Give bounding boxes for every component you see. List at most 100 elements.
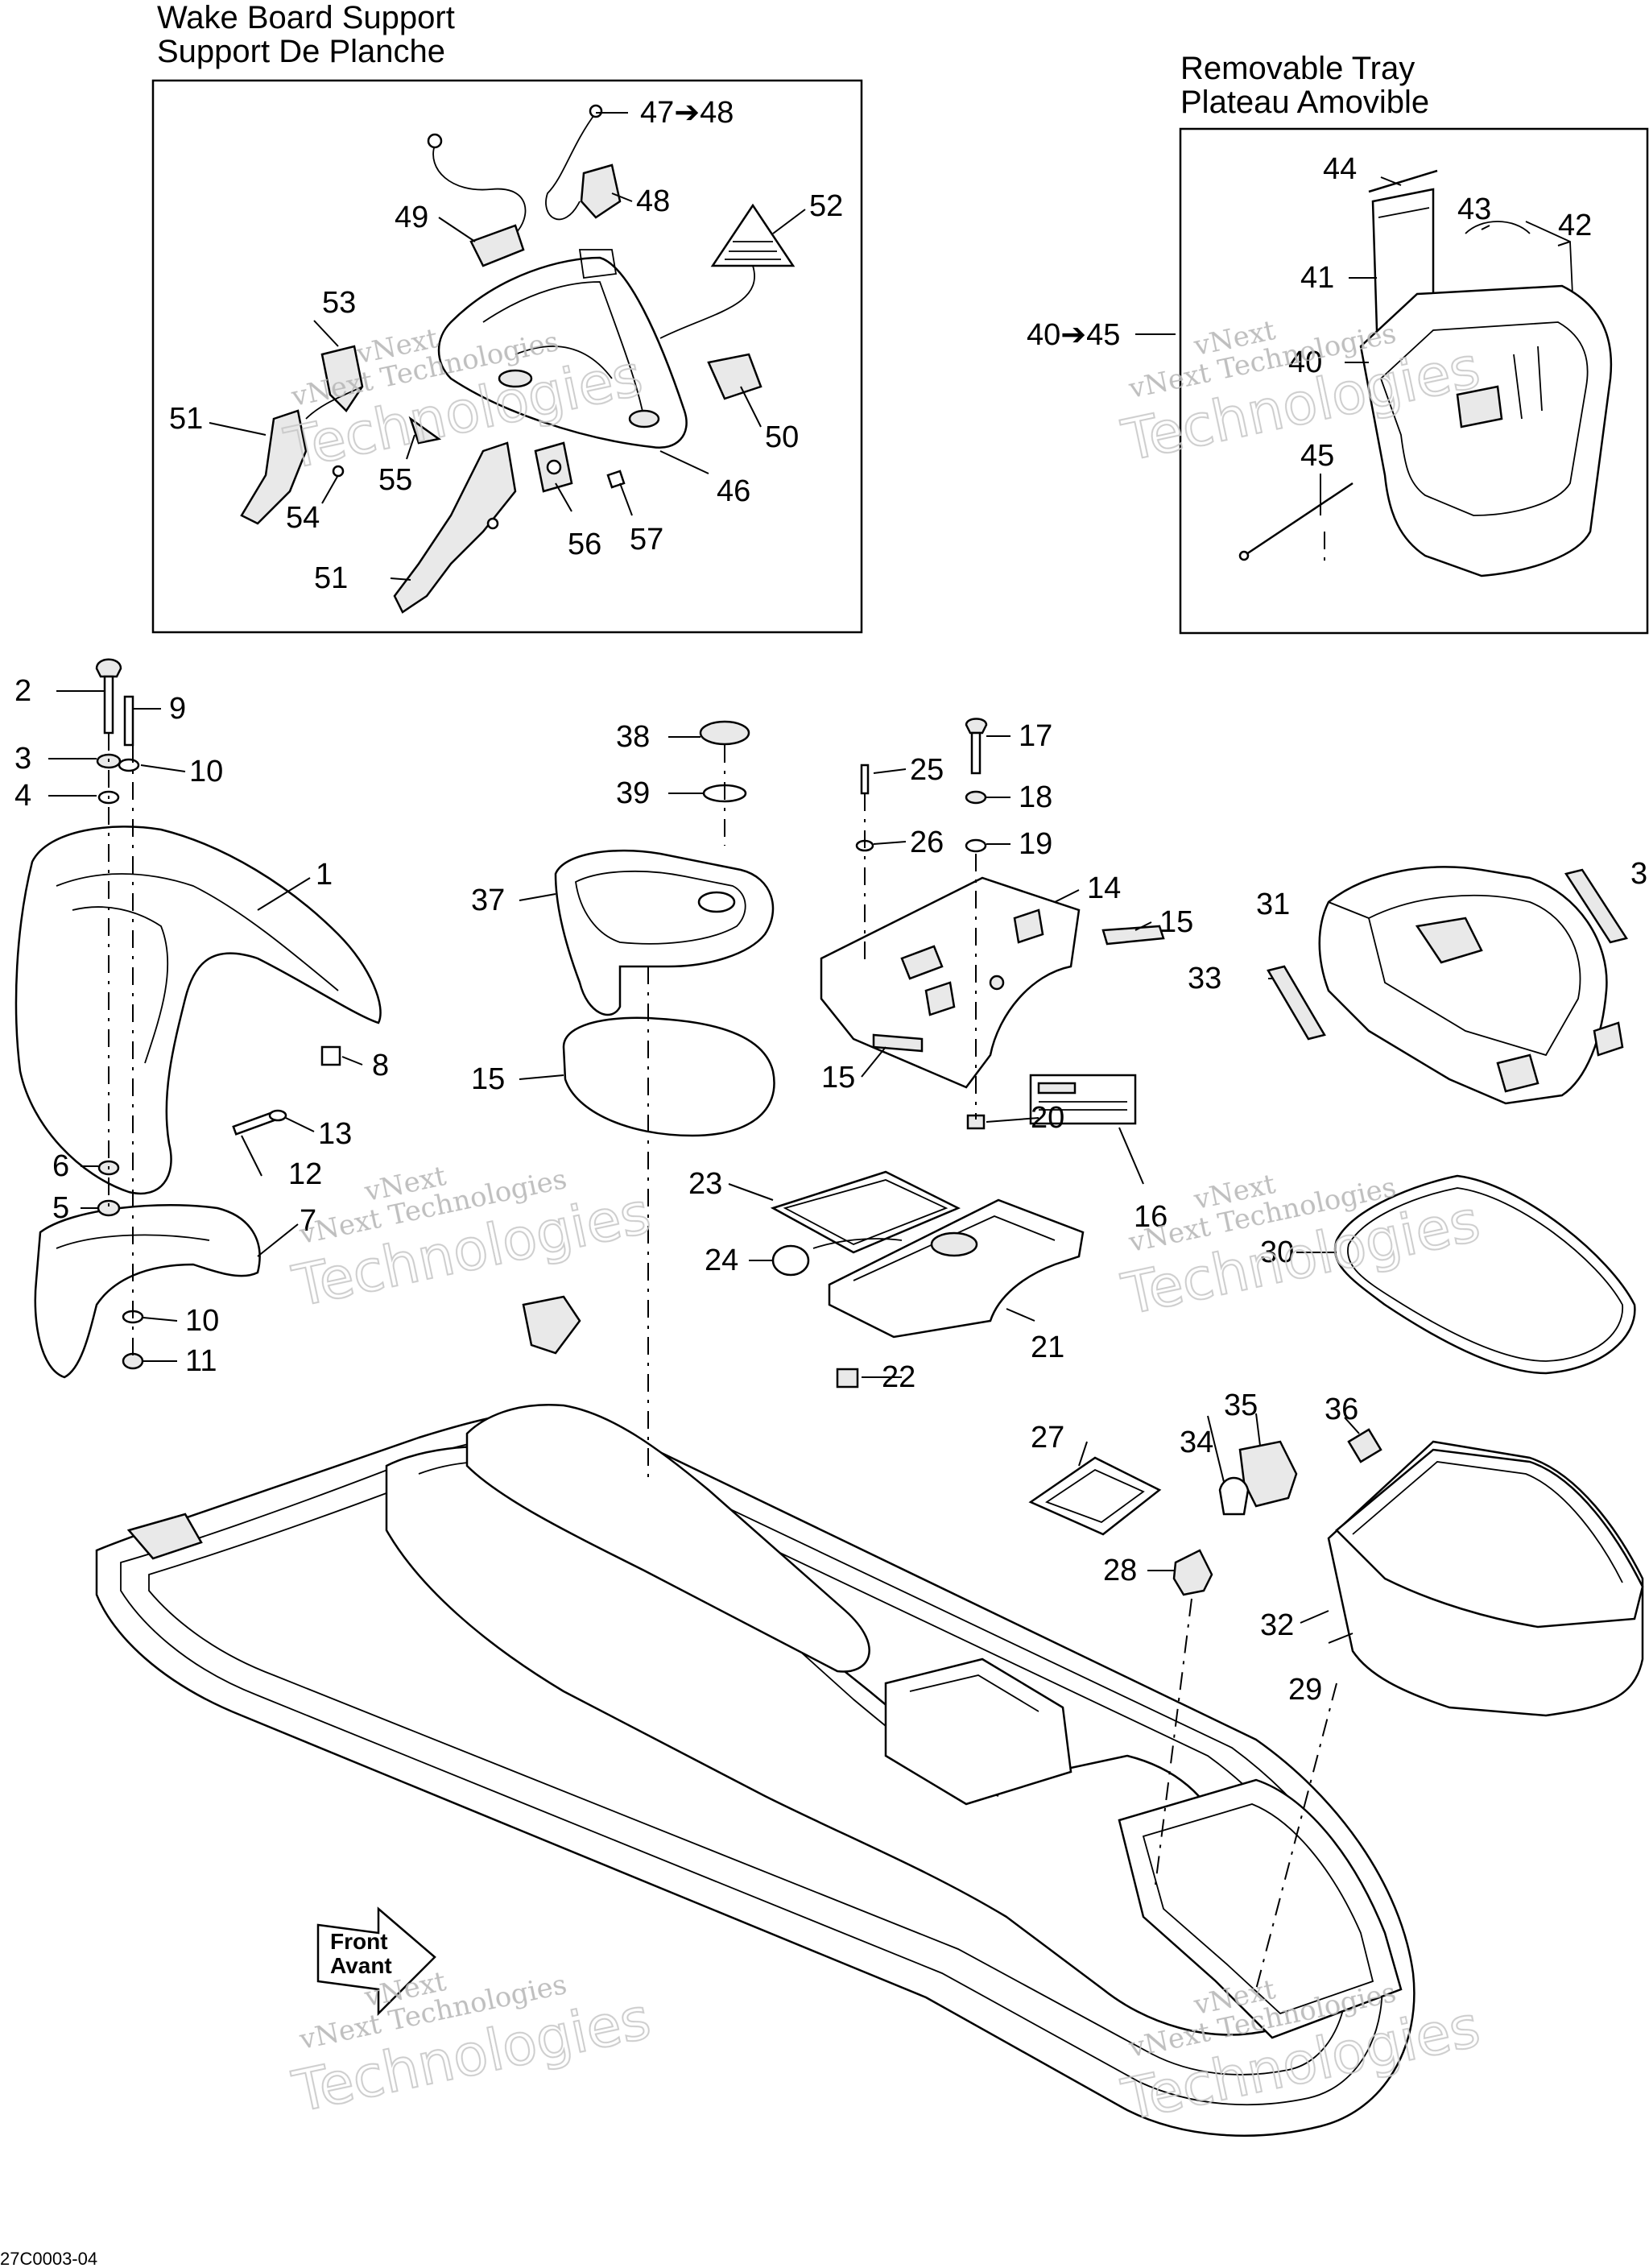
strip-part-3-right [1564,868,1628,944]
front-avant-sign: Front Avant [316,1906,436,2017]
callout-13: 13 [318,1117,352,1151]
callout-16: 16 [1134,1200,1168,1234]
callout-53: 53 [322,286,356,320]
callout-11: 11 [185,1344,217,1378]
lower-cover-part-7 [34,1204,261,1379]
latch-part-48 [580,163,622,219]
callout-9: 9 [169,692,186,726]
warning-label-part-52 [710,203,796,267]
callout-10b: 10 [185,1304,219,1338]
callout-54: 54 [286,501,320,535]
switch-part-28 [1172,1549,1213,1596]
rod-part-44 [1368,169,1438,193]
callout-41: 41 [1300,261,1334,295]
callout-25: 25 [910,753,944,787]
gasket-plate-part-27 [1028,1456,1162,1536]
cable-part [432,144,527,234]
callout-15c: 15 [821,1061,855,1095]
callout-39: 39 [616,776,650,810]
callout-38: 38 [616,720,650,754]
bolt-part-2 [95,658,122,678]
callout-17: 17 [1019,719,1052,753]
hull-seat [465,1404,870,1673]
front-sign-line2: Avant [330,1953,392,1978]
removable-tray-inset-frame [1179,127,1649,635]
callout-52: 52 [809,189,843,223]
nut-part-5 [97,1199,121,1217]
callout-6: 6 [52,1149,69,1183]
callout-56: 56 [568,528,601,561]
latch-part-36 [1347,1428,1382,1463]
nut-part-8 [320,1045,341,1066]
console-tray-part-21 [828,1198,1085,1339]
strip-part-15-right [1101,925,1165,946]
washer-part-13 [268,1109,287,1122]
wake-board-title-en: Wake Board Support [157,0,455,35]
grab-handle-part-1 [14,826,382,1195]
bolt-part-9 [123,695,134,747]
storage-frame-part-32 [1335,1448,1644,1629]
callout-3: 3 [14,742,31,776]
footer-code: 27C0003-04 [0,2249,97,2268]
bracket-part-34 [1218,1476,1250,1516]
callout-50: 50 [765,420,799,454]
callout-32: 32 [1260,1608,1294,1642]
wake-board-inset-frame [151,79,863,634]
washer-part-19 [965,838,987,853]
wedge-part-55 [408,416,442,445]
callout-26: 26 [910,826,944,859]
bolt-part-17 [965,718,988,735]
pin-part-45 [1243,482,1354,557]
callout-3-right: 3 [1630,857,1647,891]
callout-35: 35 [1224,1389,1258,1422]
callout-51b: 51 [314,561,348,595]
hull-console [884,1658,1072,1806]
callout-31: 31 [1256,888,1290,921]
callout-1: 1 [316,858,333,892]
callout-20: 20 [1031,1101,1064,1135]
callout-49: 49 [395,201,428,234]
clip-part-49 [469,224,525,267]
callout-labels: 53 49 47➔48 48 52 51 55 54 50 46 56 57 5… [14,96,1647,1707]
strap-part-43 [1465,221,1531,234]
callout-5: 5 [52,1191,69,1225]
hull [95,1295,1415,2137]
callout-42: 42 [1558,209,1592,242]
rear-grab-handle [14,658,382,1379]
washer-part-10 [118,758,140,772]
gasket-part-30 [1333,1174,1636,1375]
callout-46: 46 [717,474,750,508]
leader-lines [48,112,1571,1644]
callout-27: 27 [1031,1421,1064,1455]
buckle-strap-part-51-lower [393,441,517,614]
callout-40-45: 40➔45 [1027,318,1120,352]
callout-43: 43 [1457,192,1491,226]
callout-45: 45 [1300,439,1334,473]
tray-part-40 [1359,284,1613,577]
wake-board-support-parts [240,104,796,614]
screw-part-57 [606,470,626,489]
callout-44: 44 [1323,152,1357,186]
removable-tray-title-en: Removable Tray [1180,51,1415,86]
hull-front-storage [1118,1778,1403,2039]
bolt-part-12 [232,1111,275,1136]
callout-57: 57 [630,523,663,557]
callout-19: 19 [1019,827,1052,861]
nut-part-11 [122,1352,144,1370]
front-sign-line1: Front [330,1929,388,1954]
wake-board-title-fr: Support De Planche [157,34,445,69]
callout-47-48: 47➔48 [640,96,734,130]
buckle-strap-part-51-upper [240,409,308,525]
callout-2: 2 [14,674,31,708]
callout-36: 36 [1325,1393,1358,1426]
latch-part-35 [1238,1440,1298,1508]
board-support-part-46 [437,256,688,449]
callout-40: 40 [1288,346,1322,379]
callout-23: 23 [688,1167,722,1201]
callout-18: 18 [1019,780,1052,814]
console-parts [770,718,1165,1389]
callout-51a: 51 [169,402,203,436]
o-ring-part-24 [771,1244,810,1277]
removable-tray-title-fr: Plateau Amovible [1180,85,1429,120]
